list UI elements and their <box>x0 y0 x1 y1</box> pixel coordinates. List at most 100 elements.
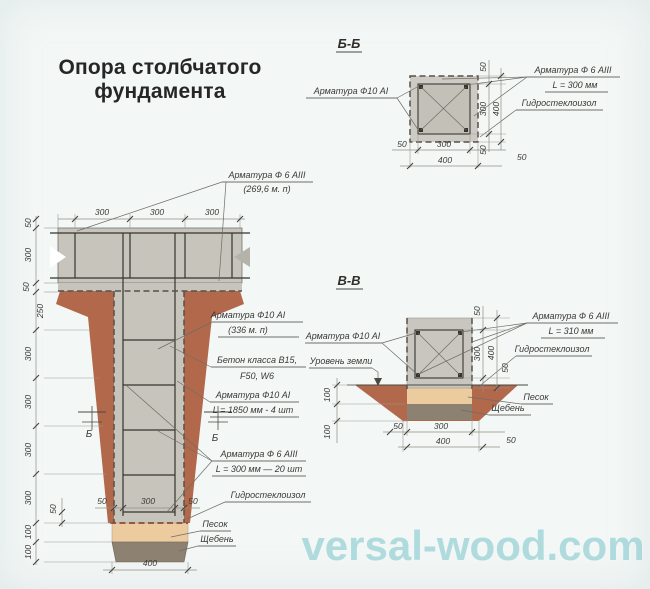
soil-left <box>56 291 114 523</box>
dim-label: 300 <box>23 395 33 409</box>
dim-label: 50 <box>500 363 510 373</box>
gravel-layer <box>111 541 189 563</box>
vv-annotation-rebar10: Арматура Ф10 AI <box>305 331 418 375</box>
main-top-dims: 300 300 300 <box>57 207 245 228</box>
section-vv-title: В-В <box>337 273 360 288</box>
main-bottom-dims: 400 <box>103 558 197 574</box>
dim-label: 300 <box>478 102 488 116</box>
svg-text:Гидростеклоизол: Гидростеклоизол <box>231 490 306 500</box>
section-vv-drawing: В-В Арматура Ф10 AI Уровень земли <box>305 273 618 452</box>
break-mark-right <box>234 247 250 267</box>
svg-text:Щебень: Щебень <box>200 534 233 544</box>
annotation-concrete-class: Бетон класса В15, F50, W6 <box>169 345 306 381</box>
ground-arrow <box>374 378 382 386</box>
annotation-rebar6-length: Арматура Ф 6 AIII L = 300 мм — 20 шт <box>126 385 306 514</box>
main-shaft-dims: 50 300 50 50 <box>48 496 200 527</box>
section-marker-label: Б <box>86 429 93 440</box>
dim-label: 400 <box>436 436 450 446</box>
svg-text:Арматура Ф10 AI: Арматура Ф10 AI <box>210 310 286 320</box>
cap-concrete <box>57 227 243 284</box>
bb-bottom-dims: 50 300 400 <box>392 134 506 170</box>
dim-label: 400 <box>491 102 501 116</box>
svg-text:Арматура Ф10 AI: Арматура Ф10 AI <box>313 86 389 96</box>
svg-text:Гидростеклоизол: Гидростеклоизол <box>522 98 597 108</box>
page-title: Опора столбчатого фундамента <box>38 56 282 104</box>
vv-right-dims: 50 300 400 50 <box>463 306 510 392</box>
dim-label: 300 <box>95 207 109 217</box>
svg-text:Арматура Ф10 AI: Арматура Ф10 AI <box>215 390 291 400</box>
vv-left-dims: 100 100 <box>322 378 408 443</box>
dim-label: 300 <box>141 496 155 506</box>
vv-annotation-sand: Песок <box>467 392 553 405</box>
dim-label: 100 <box>322 425 332 439</box>
page-title-line1: Опора столбчатого <box>58 56 262 79</box>
dim-label: 300 <box>23 491 33 505</box>
vv-annotation-gravel: Щебень <box>460 403 531 416</box>
dim-label: 300 <box>437 139 451 149</box>
vv-rebar-square <box>414 329 464 379</box>
dim-label: 300 <box>434 421 448 431</box>
section-bb-title: Б-Б <box>338 36 361 51</box>
section-marker-label: Б <box>212 433 219 444</box>
svg-text:Арматура Ф 6 AIII: Арматура Ф 6 AIII <box>531 311 610 321</box>
break-mark-left <box>50 246 66 268</box>
cap-underside-concrete <box>58 283 242 291</box>
svg-text:L = 300 мм: L = 300 мм <box>553 80 598 90</box>
svg-text:Арматура Ф 6 AIII: Арматура Ф 6 AIII <box>533 65 612 75</box>
annotation-sand: Песок <box>170 519 231 538</box>
dim-label: 50 <box>188 496 198 506</box>
dim-label: 50 <box>21 282 31 292</box>
bb-right-dims: 50 300 50 400 50 <box>470 60 527 162</box>
annotation-hydro: Гидростеклоизол <box>186 490 311 520</box>
dim-label: 50 <box>506 435 516 445</box>
svg-text:(336 м. п): (336 м. п) <box>228 325 268 335</box>
svg-text:Щебень: Щебень <box>491 403 524 413</box>
dim-label: 100 <box>23 525 33 539</box>
dim-label: 250 <box>35 304 45 319</box>
dim-label: 50 <box>478 62 488 72</box>
dim-label: 400 <box>143 558 157 568</box>
svg-text:L = 300 мм — 20 шт: L = 300 мм — 20 шт <box>216 464 303 474</box>
vv-sand-layer <box>407 388 472 404</box>
svg-text:L = 310 мм: L = 310 мм <box>549 326 594 336</box>
dim-label: 300 <box>150 207 164 217</box>
svg-text:Уровень земли: Уровень земли <box>309 356 373 366</box>
main-left-dims: 50 300 50 250 300 300 300 300 100 100 <box>21 215 116 566</box>
bb-annotation-hydro: Гидростеклоизол <box>479 98 603 138</box>
annotation-gravel: Щебень <box>178 534 236 552</box>
svg-text:Песок: Песок <box>202 519 228 529</box>
svg-text:Бетон класса В15,: Бетон класса В15, <box>217 355 297 365</box>
vv-gravel-layer <box>407 404 472 420</box>
svg-text:Арматура Ф10 AI: Арматура Ф10 AI <box>305 331 381 341</box>
svg-text:Арматура Ф 6 AIII: Арматура Ф 6 AIII <box>227 170 306 180</box>
svg-text:Гидростеклоизол: Гидростеклоизол <box>515 344 590 354</box>
page-title-line2: фундамента <box>94 80 226 103</box>
dim-label: 300 <box>23 443 33 457</box>
soil-right <box>184 291 244 523</box>
svg-text:F50, W6: F50, W6 <box>240 371 274 381</box>
dim-label: 50 <box>97 496 107 506</box>
dim-label: 50 <box>397 139 407 149</box>
annotation-rebar6-top: Арматура Ф 6 AIII (269,6 м. п) <box>76 170 313 282</box>
dim-label: 300 <box>472 347 482 361</box>
bb-annotation-rebar10: Арматура Ф10 AI <box>306 85 420 132</box>
svg-text:(269,6 м. п): (269,6 м. п) <box>243 184 290 194</box>
shaft-concrete <box>114 291 184 523</box>
dim-label: 100 <box>23 545 33 559</box>
dim-label: 50 <box>393 421 403 431</box>
annotation-rebar10-total: Арматура Ф10 AI (336 м. п) <box>157 310 303 350</box>
svg-text:L = 1850 мм - 4 шт: L = 1850 мм - 4 шт <box>213 405 294 415</box>
bb-annotation-rebar6: Арматура Ф 6 AIII L = 300 мм <box>441 65 620 117</box>
vv-annotation-rebar6: Арматура Ф 6 AIII L = 310 мм <box>418 311 618 375</box>
dim-label: 50 <box>23 218 33 228</box>
svg-text:Арматура Ф 6 AIII: Арматура Ф 6 AIII <box>219 449 298 459</box>
dim-label: 300 <box>23 248 33 262</box>
dim-label: 100 <box>322 388 332 402</box>
sand-layer <box>111 522 189 543</box>
dim-label: 50 <box>517 152 527 162</box>
dim-label: 300 <box>205 207 219 217</box>
dim-label: 400 <box>438 155 452 165</box>
dim-label: 300 <box>23 347 33 361</box>
